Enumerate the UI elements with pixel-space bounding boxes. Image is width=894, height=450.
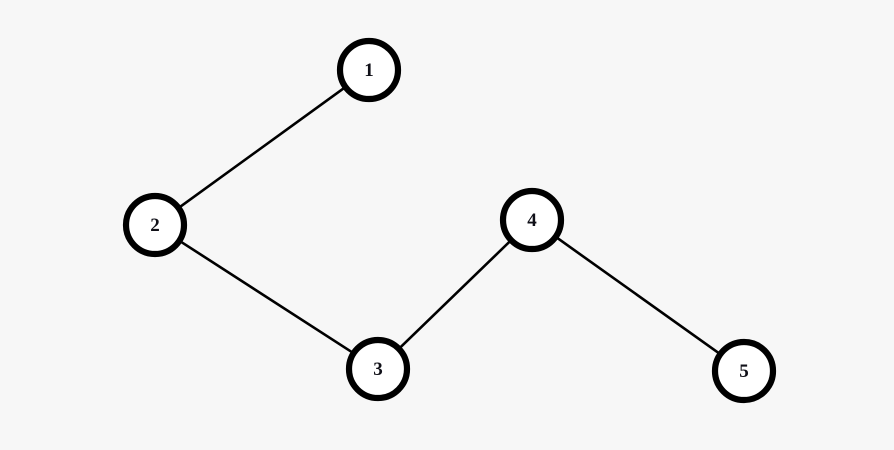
graph-edge-2-3 <box>180 241 353 353</box>
graph-edge-4-5 <box>556 237 720 354</box>
graph-node-2[interactable]: 2 <box>122 192 188 258</box>
graph-node-5[interactable]: 5 <box>711 338 777 404</box>
graph-edge-3-4 <box>399 241 511 348</box>
edge-layer <box>179 87 720 354</box>
graph-node-4[interactable]: 4 <box>499 187 565 253</box>
graph-edge-1-2 <box>179 87 345 208</box>
graph-node-circle-2[interactable] <box>122 192 188 258</box>
graph-node-circle-4[interactable] <box>499 187 565 253</box>
node-layer: 1 2 3 4 5 <box>122 37 777 404</box>
graph-node-label-2: 2 <box>150 215 160 236</box>
graph-node-label-4: 4 <box>527 210 537 231</box>
graph-node-circle-5[interactable] <box>711 338 777 404</box>
graph-node-1[interactable]: 1 <box>336 37 402 103</box>
graph-node-label-5: 5 <box>739 361 749 382</box>
graph-node-label-3: 3 <box>373 359 383 380</box>
graph-node-label-1: 1 <box>364 60 374 81</box>
graph-node-circle-1[interactable] <box>336 37 402 103</box>
graph-node-circle-3[interactable] <box>345 336 411 402</box>
graph-node-3[interactable]: 3 <box>345 336 411 402</box>
